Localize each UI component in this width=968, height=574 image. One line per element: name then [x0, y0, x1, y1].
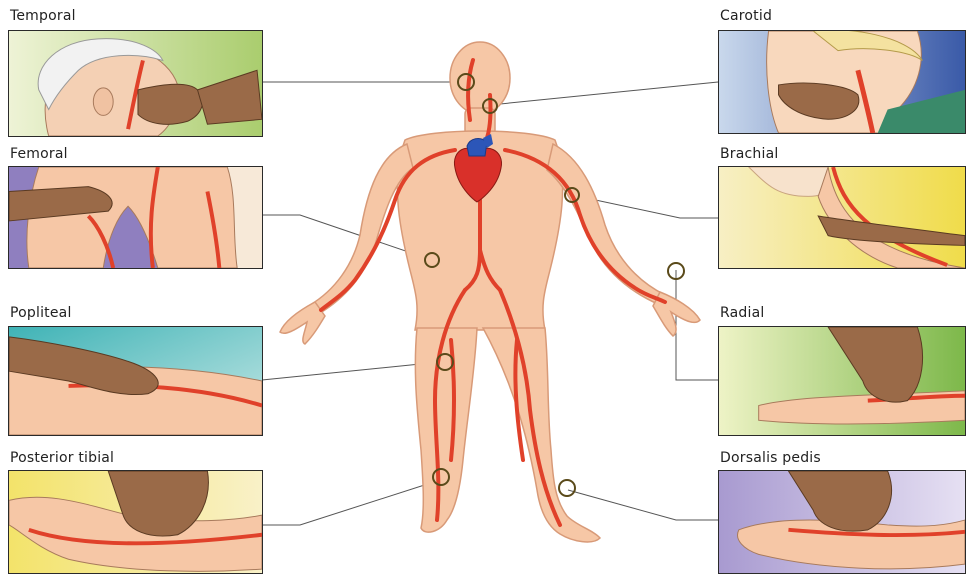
radial-illustration [719, 327, 965, 435]
panel-posterior-tibial[interactable] [8, 470, 263, 574]
popliteal-illustration [9, 327, 262, 435]
dorsalis-pedis-illustration [719, 471, 965, 573]
panel-brachial[interactable] [718, 166, 966, 269]
temporal-illustration [9, 31, 262, 136]
label-popliteal: Popliteal [10, 305, 72, 321]
panel-femoral[interactable] [8, 166, 263, 269]
panel-radial[interactable] [718, 326, 966, 436]
pulse-marker-dorsalis-pedis [559, 480, 575, 496]
label-carotid: Carotid [720, 8, 772, 24]
label-temporal: Temporal [10, 8, 76, 24]
panel-temporal[interactable] [8, 30, 263, 137]
posterior-tibial-illustration [9, 471, 262, 573]
panel-carotid[interactable] [718, 30, 966, 134]
body-figure [255, 40, 735, 570]
panel-dorsalis-pedis[interactable] [718, 470, 966, 574]
brachial-illustration [719, 167, 965, 268]
pulse-marker-radial [668, 263, 684, 279]
label-dorsalis-pedis: Dorsalis pedis [720, 450, 821, 466]
label-posterior-tibial: Posterior tibial [10, 450, 114, 466]
label-femoral: Femoral [10, 146, 68, 162]
carotid-illustration [719, 31, 965, 133]
panel-popliteal[interactable] [8, 326, 263, 436]
femoral-illustration [9, 167, 262, 268]
